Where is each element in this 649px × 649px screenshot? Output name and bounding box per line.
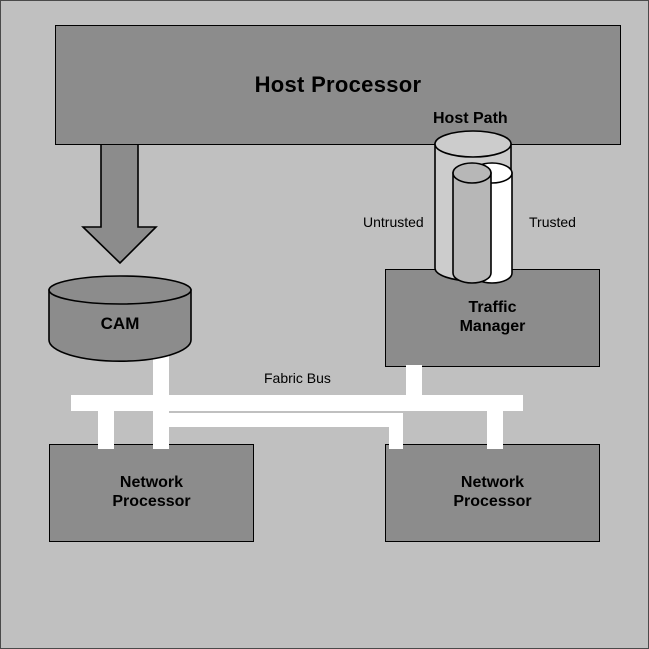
fabric-bus-label: Fabric Bus (264, 370, 331, 386)
network-processor-left-label-line2: Processor (112, 493, 191, 510)
network-processor-left-bus-drop (98, 409, 114, 449)
host-processor-block[interactable]: Host Processor (55, 25, 621, 145)
network-processor-right-block[interactable]: Network Processor (385, 444, 600, 542)
network-processor-right-label: Network Processor (453, 474, 531, 512)
cam-label: CAM (100, 314, 140, 333)
traffic-manager-label-line1: Traffic (468, 299, 517, 317)
untrusted-cylinder-top (452, 162, 492, 184)
primary-horizontal-bus (71, 395, 523, 411)
traffic-manager-label: Traffic Manager (460, 299, 526, 337)
host-path-label: Host Path (433, 110, 508, 127)
traffic-manager-label-line2: Manager (459, 318, 526, 335)
network-processor-left-block[interactable]: Network Processor (49, 444, 254, 542)
cam-cylinder-body (48, 289, 192, 362)
block-arrow-down-icon (81, 140, 158, 265)
trusted-label: Trusted (529, 214, 576, 230)
network-processor-right-bus-drop (487, 409, 503, 449)
cam-cylinder-top (48, 275, 192, 305)
secondary-horizontal-bus (167, 413, 403, 427)
network-processor-left-label-line1: Network (119, 474, 184, 492)
untrusted-cylinder[interactable] (452, 162, 492, 284)
secondary-bus-right-elbow (389, 413, 403, 449)
network-processor-left-label: Network Processor (112, 474, 190, 512)
untrusted-cylinder-body (452, 172, 492, 284)
host-path-cylinder-top (434, 130, 512, 158)
host-processor-label: Host Processor (254, 72, 422, 98)
untrusted-label: Untrusted (363, 214, 424, 230)
network-processor-right-label-line1: Network (460, 474, 525, 492)
network-processor-right-label-line2: Processor (453, 493, 532, 510)
